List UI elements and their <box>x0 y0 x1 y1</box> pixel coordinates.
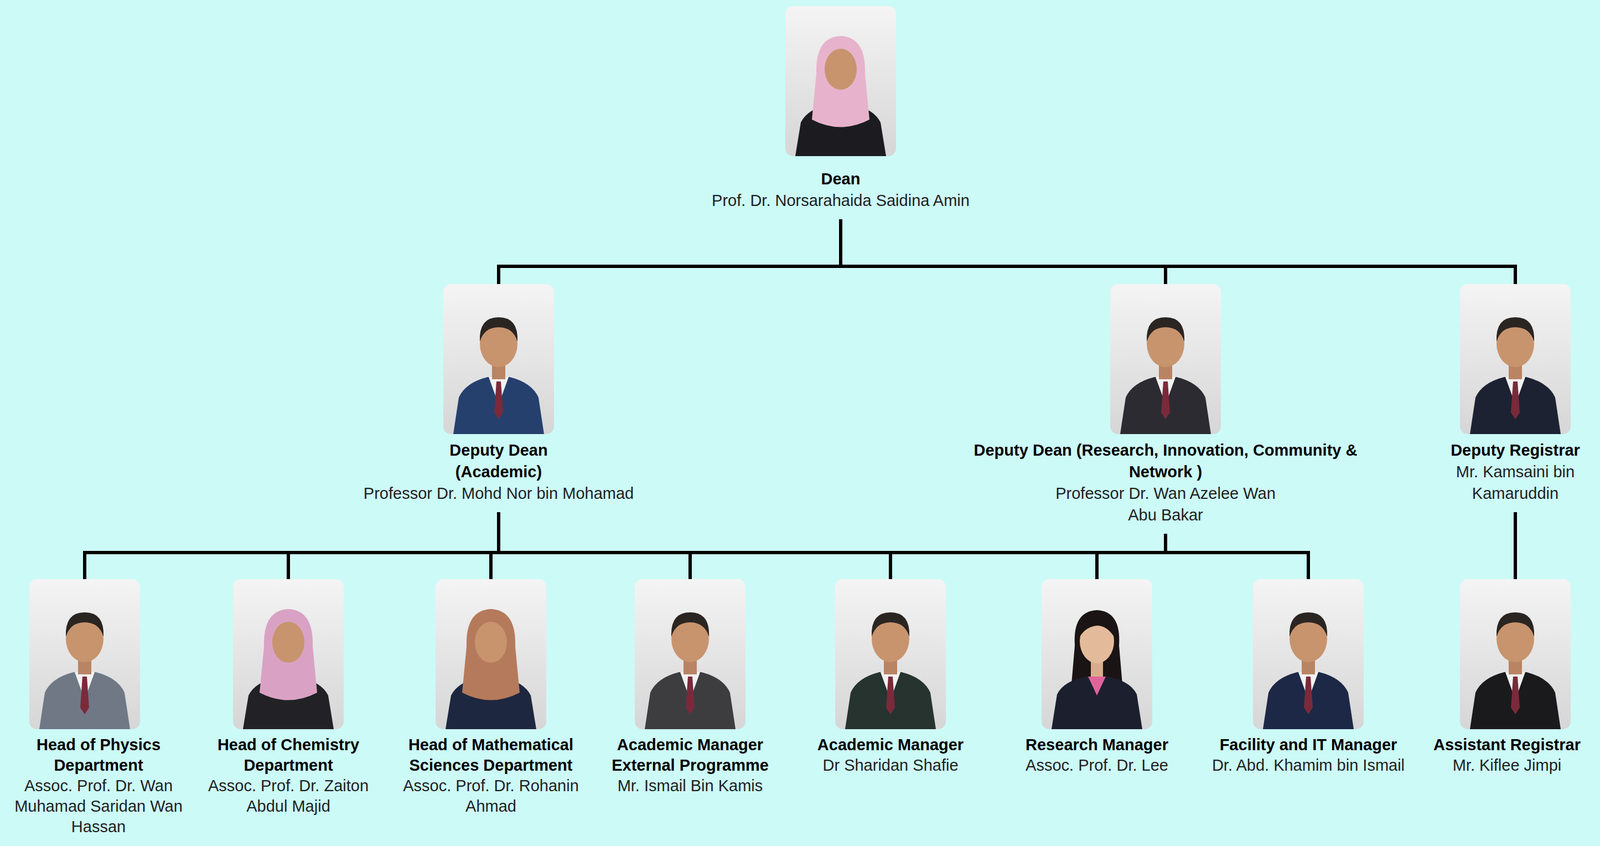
org-connector <box>498 511 891 579</box>
person-name: Assoc. Prof. Dr. Lee <box>1000 754 1194 776</box>
portrait-photo <box>1041 578 1153 729</box>
portrait-photo <box>1459 578 1571 729</box>
person-box: Facility and IT ManagerDr. Abd. Khamim b… <box>1208 578 1408 784</box>
role-title: Assistant Registrar <box>1418 734 1596 755</box>
portrait-photo <box>29 578 141 729</box>
portrait-photo <box>785 6 897 157</box>
org-connector <box>288 533 1166 579</box>
portrait-photo <box>1459 283 1571 434</box>
org-connector <box>840 219 1166 284</box>
portrait-photo <box>1110 283 1221 434</box>
person-box: Head of Physics DepartmentAssoc. Prof. D… <box>4 578 193 845</box>
role-title: Facility and IT Manager <box>1208 734 1408 755</box>
org-connector <box>84 533 1166 579</box>
person-name: Assoc. Prof. Dr. Zaiton Abdul Majid <box>194 775 383 817</box>
org-connector <box>498 511 1097 579</box>
org-connector <box>1165 533 1309 579</box>
person-name: Dr. Abd. Khamim bin Ismail <box>1208 754 1408 776</box>
role-title: Head of Chemistry Department <box>194 734 383 776</box>
org-connector <box>890 533 1166 579</box>
person-box: Assistant RegistrarMr. Kiflee Jimpi <box>1418 578 1596 784</box>
org-connector <box>1096 533 1166 579</box>
person-name: Mr. Kiflee Jimpi <box>1418 754 1596 776</box>
person-box: Deputy Dean (Research, Innovation, Commu… <box>944 283 1387 534</box>
org-connector <box>690 533 1166 579</box>
person-name: Professor Dr. Wan Azelee Wan Abu Bakar <box>1054 482 1277 526</box>
person-box: Academic Manager External ProgrammeMr. I… <box>593 578 787 804</box>
person-box: Research ManagerAssoc. Prof. Dr. Lee <box>1000 578 1194 784</box>
org-connector <box>1513 511 1517 579</box>
portrait-photo <box>435 578 547 729</box>
person-name: Assoc. Prof. Dr. Rohanin Ahmad <box>394 775 588 817</box>
role-title: Deputy Registrar <box>1435 439 1596 462</box>
person-name: Assoc. Prof. Dr. Wan Muhamad Saridan Wan… <box>4 775 193 837</box>
person-name: Professor Dr. Mohd Nor bin Mohamad <box>321 482 676 505</box>
person-box: Deputy Dean (Academic)Professor Dr. Mohd… <box>321 283 676 512</box>
org-connector <box>288 511 499 579</box>
portrait-photo <box>1252 578 1364 729</box>
role-title: Head of Mathematical Sciences Department <box>394 734 588 776</box>
org-connector <box>840 219 1516 284</box>
org-connector <box>498 219 841 284</box>
person-box: DeanProf. Dr. Norsarahaida Saidina Amin <box>641 6 1040 220</box>
role-title: Academic Manager External Programme <box>593 734 787 776</box>
person-name: Prof. Dr. Norsarahaida Saidina Amin <box>646 189 1035 212</box>
portrait-photo <box>443 283 554 434</box>
role-title: Research Manager <box>1000 734 1194 755</box>
person-box: Head of Mathematical Sciences Department… <box>394 578 588 825</box>
role-title: Deputy Dean (Research, Innovation, Commu… <box>955 439 1376 483</box>
role-title: Head of Physics Department <box>4 734 193 776</box>
person-name: Mr. Kamsaini bin Kamaruddin <box>1435 461 1596 505</box>
person-name: Dr Sharidan Shafie <box>793 754 988 776</box>
role-title: Dean <box>646 168 1035 190</box>
person-box: Head of Chemistry DepartmentAssoc. Prof.… <box>194 578 383 825</box>
org-connector <box>84 511 499 579</box>
person-box: Academic ManagerDr Sharidan Shafie <box>793 578 988 784</box>
role-title: Deputy Dean (Academic) <box>432 439 566 483</box>
portrait-photo <box>634 578 746 729</box>
role-title: Academic Manager <box>793 734 988 755</box>
org-connector <box>490 533 1166 579</box>
person-box: Deputy RegistrarMr. Kamsaini bin Kamarud… <box>1435 283 1596 512</box>
portrait-photo <box>232 578 344 729</box>
org-connector <box>498 511 691 579</box>
portrait-photo <box>835 578 946 729</box>
person-name: Mr. Ismail Bin Kamis <box>593 775 787 796</box>
